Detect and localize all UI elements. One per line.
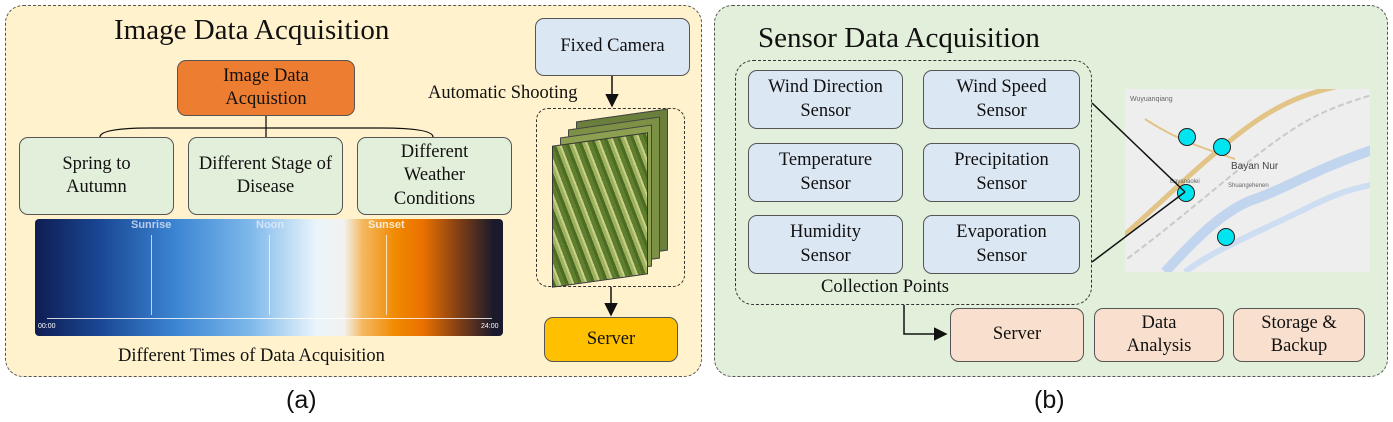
disease-stage-box: Different Stage of Disease: [188, 137, 343, 215]
fixed-camera-box: Fixed Camera: [535, 18, 690, 76]
map-label: Bayan Nur: [1231, 161, 1279, 172]
noon-line: [269, 235, 270, 315]
collection-point: [1217, 228, 1235, 246]
map-roads: [1125, 89, 1370, 272]
panel-a-label: (a): [286, 386, 317, 414]
temperature-sensor: Temperature Sensor: [748, 143, 903, 202]
server-b-box: Server: [950, 308, 1084, 362]
image-stack-frame: [536, 108, 685, 287]
wind-speed-sensor: Wind Speed Sensor: [923, 70, 1080, 129]
sunset-mark: Sunset: [368, 219, 405, 231]
sunrise-mark: Sunrise: [131, 219, 172, 231]
collection-server-arrow: [903, 305, 948, 341]
map-label: Bayanaolei: [1170, 179, 1200, 185]
image-data-root-box: Image Data Acquistion: [177, 60, 355, 116]
time-axis: [47, 318, 492, 319]
panel-a-title: Image Data Acquisition: [114, 14, 390, 46]
collection-points-label: Collection Points: [821, 277, 949, 297]
storage-backup-box: Storage & Backup: [1233, 308, 1365, 362]
collection-point: [1178, 128, 1196, 146]
map-zoom-line: [1091, 191, 1186, 263]
daylight-timeline: Sunrise Noon Sunset 00:00 24:00: [35, 219, 503, 336]
time-start: 00:00: [38, 323, 56, 330]
sunrise-line: [151, 235, 152, 315]
evaporation-sensor: Evaporation Sensor: [923, 215, 1080, 274]
noon-mark: Noon: [256, 219, 285, 231]
automatic-shooting-label: Automatic Shooting: [428, 83, 578, 103]
wind-direction-sensor: Wind Direction Sensor: [748, 70, 903, 129]
panel-b-title: Sensor Data Acquisition: [758, 22, 1040, 54]
collection-point: [1213, 138, 1231, 156]
map-label: Shuangehenen: [1228, 183, 1269, 189]
weather-conditions-box: Different Weather Conditions: [357, 137, 512, 215]
tree-connector: [99, 116, 434, 138]
precipitation-sensor: Precipitation Sensor: [923, 143, 1080, 202]
panel-b-label: (b): [1034, 386, 1065, 414]
collection-points-frame: [735, 60, 1092, 305]
sunset-line: [386, 235, 387, 315]
server-a-box: Server: [544, 317, 678, 362]
map-zoom-line: [1091, 102, 1186, 193]
time-end: 24:00: [481, 323, 499, 330]
map-label: Wuyuanqiang: [1130, 96, 1173, 103]
collection-map: Wuyuanqiang Bayan Nur Bayanaolei Shuange…: [1125, 89, 1370, 272]
data-analysis-box: Data Analysis: [1094, 308, 1224, 362]
spring-autumn-box: Spring to Autumn: [19, 137, 174, 215]
timeline-caption: Different Times of Data Acquisition: [118, 346, 385, 366]
humidity-sensor: Humidity Sensor: [748, 215, 903, 274]
